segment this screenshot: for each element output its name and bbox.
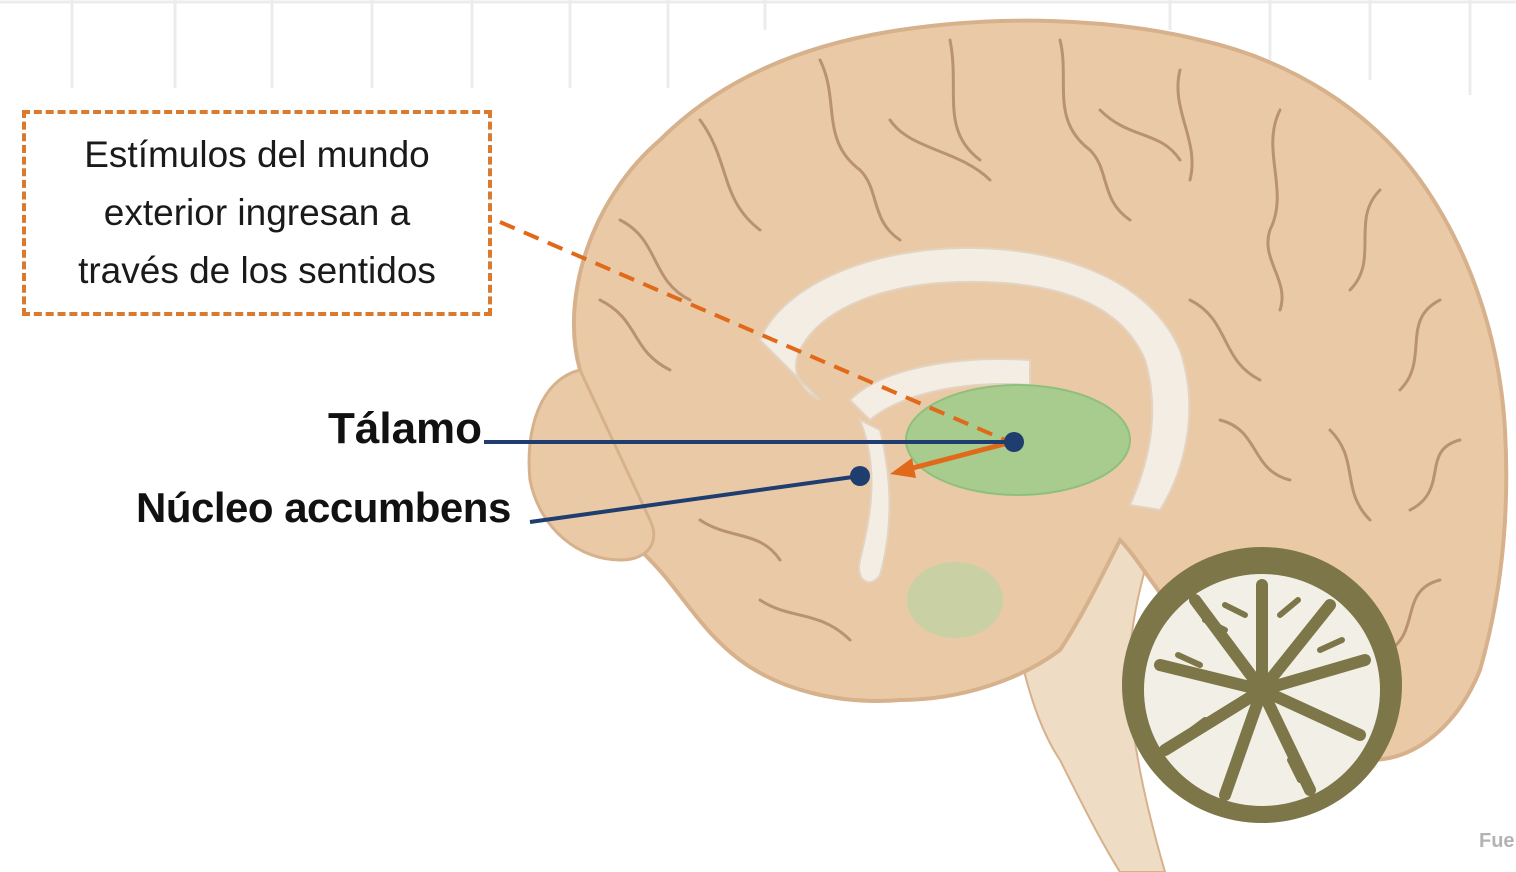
ventricle-lower <box>858 417 891 584</box>
frontal-lobe <box>527 368 656 562</box>
callout-line-3: través de los sentidos <box>78 250 436 291</box>
background-grid <box>0 0 1516 95</box>
callout-box: Estímulos del mundo exterior ingresan a … <box>22 110 492 316</box>
corpus-callosum <box>758 246 1191 512</box>
cerebellum <box>1122 547 1402 823</box>
lower-nucleus <box>907 562 1003 638</box>
nucleo-leader-line <box>529 474 861 524</box>
callout-line-1: Estímulos del mundo <box>84 134 430 175</box>
sulci <box>598 38 1462 652</box>
talamo-marker-dot <box>1004 432 1024 452</box>
nucleo-accumbens-label: Núcleo accumbens <box>136 484 511 531</box>
source-text: Fue <box>1479 830 1515 852</box>
signal-arrow-line <box>904 439 1013 473</box>
callout-text: Estímulos del mundo exterior ingresan a … <box>37 126 477 300</box>
signal-arrow-head <box>890 458 916 478</box>
callout-pointer-line <box>499 220 1006 442</box>
talamo-label: Tálamo <box>328 404 483 453</box>
callout-line-2: exterior ingresan a <box>103 192 411 233</box>
nucleo-marker-dot <box>850 466 870 486</box>
